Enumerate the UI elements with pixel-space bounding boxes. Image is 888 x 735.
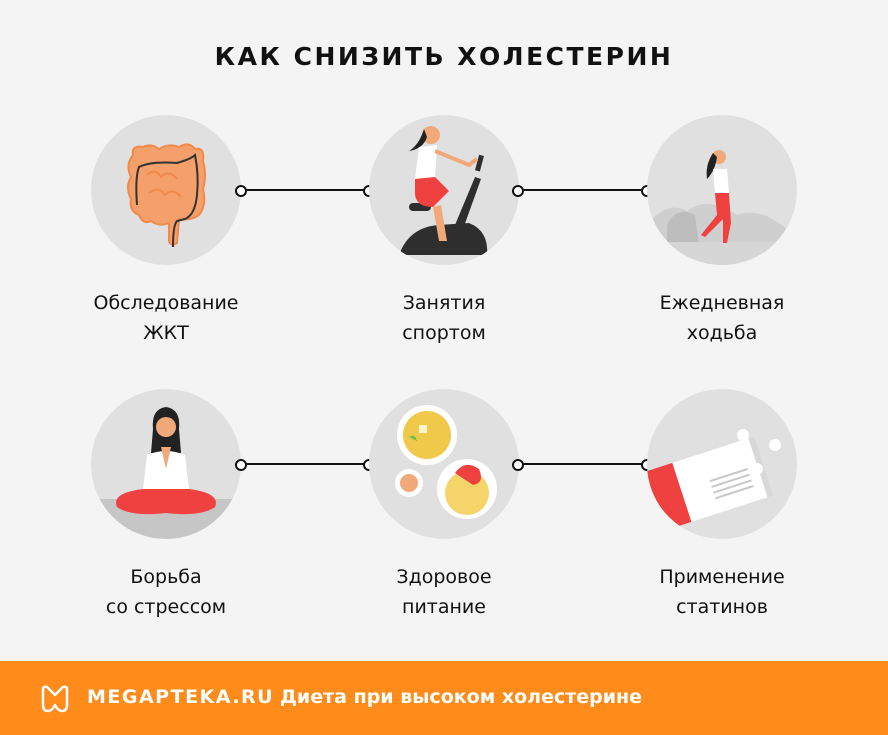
connector-line — [522, 189, 642, 191]
page-title: КАК СНИЗИТЬ ХОЛЕСТЕРИН — [214, 42, 674, 71]
footer-bar: MEGAPTEKA.RU Диета при высоком холестери… — [0, 661, 888, 735]
megapteka-logo-icon[interactable] — [40, 685, 70, 713]
walking-woman-icon — [647, 115, 797, 265]
connector-node — [512, 185, 524, 197]
connector-line — [522, 463, 642, 465]
intestine-icon — [91, 115, 241, 265]
exercise-bike-icon — [369, 115, 519, 265]
healthy-food-icon — [369, 389, 519, 539]
article-title[interactable]: Диета при высоком холестерине — [280, 686, 643, 708]
connector-node — [235, 185, 247, 197]
connector-node — [235, 459, 247, 471]
connector-node — [512, 459, 524, 471]
pills-box-icon — [647, 389, 797, 539]
connector-line — [245, 463, 365, 465]
brand-name[interactable]: MEGAPTEKA.RU — [87, 686, 275, 708]
meditation-icon — [91, 389, 241, 539]
connector-line — [245, 189, 365, 191]
